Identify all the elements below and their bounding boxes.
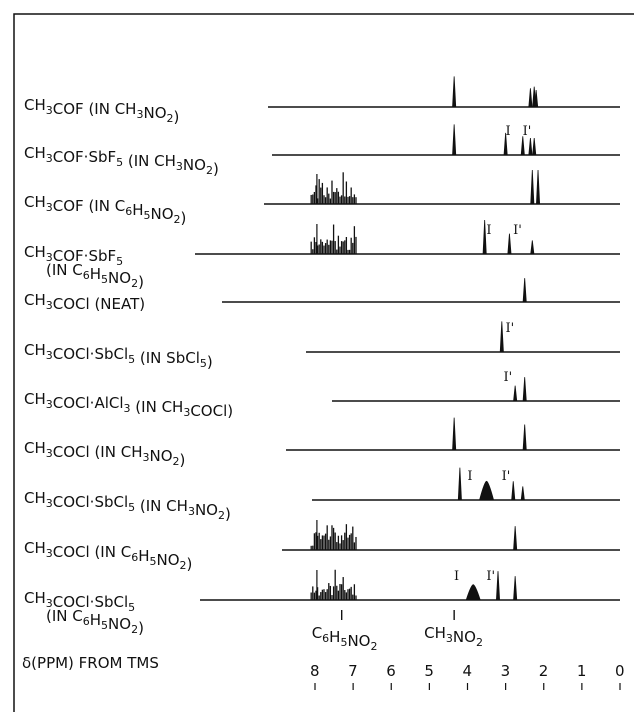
x-tick-label: 4 [463,662,473,680]
peak-annotation: I [486,223,491,238]
peak [479,480,495,501]
peak [513,576,518,601]
x-tick-label: 5 [424,662,434,680]
peak [495,571,501,601]
spectrum-label: CH3COCl (IN CH3NO2) [24,439,185,469]
spectrum-sub-label: (IN C6H5NO2) [46,261,144,291]
peak [534,89,539,108]
spectrum-4: CH3COF·SbF5(IN C6H5NO2) I I' [24,219,620,291]
spectrum-label: CH3COF·SbF5 (IN CH3NO2) [24,144,219,178]
spectrum-8: CH3COCl (IN CH3NO2) [24,417,620,469]
peak [522,377,527,402]
peak [465,584,481,601]
solvent-reference-group: C6H5NO2 CH3NO2 [312,610,483,653]
peak [482,219,487,255]
x-tick-label: 2 [539,662,549,680]
spectrum-10: CH3COCl (IN C6H5NO2) [24,520,620,573]
spectrum-7: CH3COCl·AlCl3 (IN CH3COCl) I' [24,370,620,420]
spectrum-label: CH3COCl·SbCl5 (IN SbCl5) [24,341,213,371]
peak [522,424,527,451]
spectrum-6: CH3COCl·SbCl5 (IN SbCl5) I' [24,321,620,371]
x-tick-label: 3 [501,662,511,680]
peak [532,137,537,156]
x-tick-label: 0 [615,662,625,680]
spectrum-label: CH3COCl (NEAT) [24,291,145,313]
spectrum-label: CH3COF (IN C6H5NO2) [24,193,186,227]
peak-annotation: I' [523,124,532,139]
spectrum-label: CH3COF (IN CH3NO2) [24,96,179,126]
spectrum-sub-label: (IN C6H5NO2) [46,607,144,637]
peak [511,481,516,501]
peak [507,233,512,255]
x-tick-label: 6 [386,662,396,680]
spectrum-label: CH3COCl·SbCl5 [24,589,135,614]
peak [536,169,541,205]
spectrum-label: CH3COF·SbF5 [24,243,123,268]
spectrum-2: CH3COF·SbF5 (IN CH3NO2) I I' [24,124,620,178]
peak-annotation: I' [486,569,495,584]
peak [452,76,457,108]
peak [530,240,535,255]
peak [452,417,457,451]
figure-frame [13,13,634,712]
x-tick-label: 7 [348,662,358,680]
spectrum-9: CH3COCl·SbCl5 (IN CH3NO2) I I' [24,467,620,523]
aromatic-multiplet [310,520,357,550]
x-axis: δ(PPM) FROM TMS 8 7 6 5 4 3 2 1 0 [22,654,625,690]
peak-annotation: I [454,569,459,584]
spectra-group: CH3COF (IN CH3NO2)CH3COF·SbF5 (IN CH3NO2… [24,76,620,637]
solvent-ref-label: CH3NO2 [424,624,483,649]
spectrum-label: CH3COCl (IN C6H5NO2) [24,539,192,573]
solvent-ref-label: C6H5NO2 [312,624,378,653]
peak [522,278,527,303]
peak [528,88,533,108]
aromatic-multiplet [310,569,357,600]
peak [528,137,533,156]
peak [530,169,535,205]
peak [520,136,525,156]
spectrum-1: CH3COF (IN CH3NO2) [24,76,620,126]
peak [503,132,508,156]
x-tick-label: 1 [577,662,587,680]
peak-annotation: I [505,124,510,139]
x-axis-title: δ(PPM) FROM TMS [22,654,159,672]
aromatic-multiplet [310,172,357,204]
peak [499,321,504,353]
peak [513,385,518,402]
peak [457,467,462,501]
peak-annotation: I' [502,469,511,484]
peak-annotation: I' [513,223,522,238]
peak [452,124,457,156]
peak [520,486,525,501]
spectrum-label: CH3COCl·SbCl5 (IN CH3NO2) [24,489,231,523]
peak-annotation: I [467,469,472,484]
peak-annotation: I' [504,370,513,385]
frame-border [13,13,634,712]
spectrum-11: CH3COCl·SbCl5(IN C6H5NO2) I I' [24,569,620,637]
peak-annotation: I' [505,321,514,336]
x-tick-label: 8 [310,662,320,680]
spectrum-label: CH3COCl·AlCl3 (IN CH3COCl) [24,390,233,420]
aromatic-multiplet [310,224,357,254]
spectrum-3: CH3COF (IN C6H5NO2) [24,169,620,227]
spectrum-5: CH3COCl (NEAT) [24,278,620,313]
peak [513,526,518,551]
